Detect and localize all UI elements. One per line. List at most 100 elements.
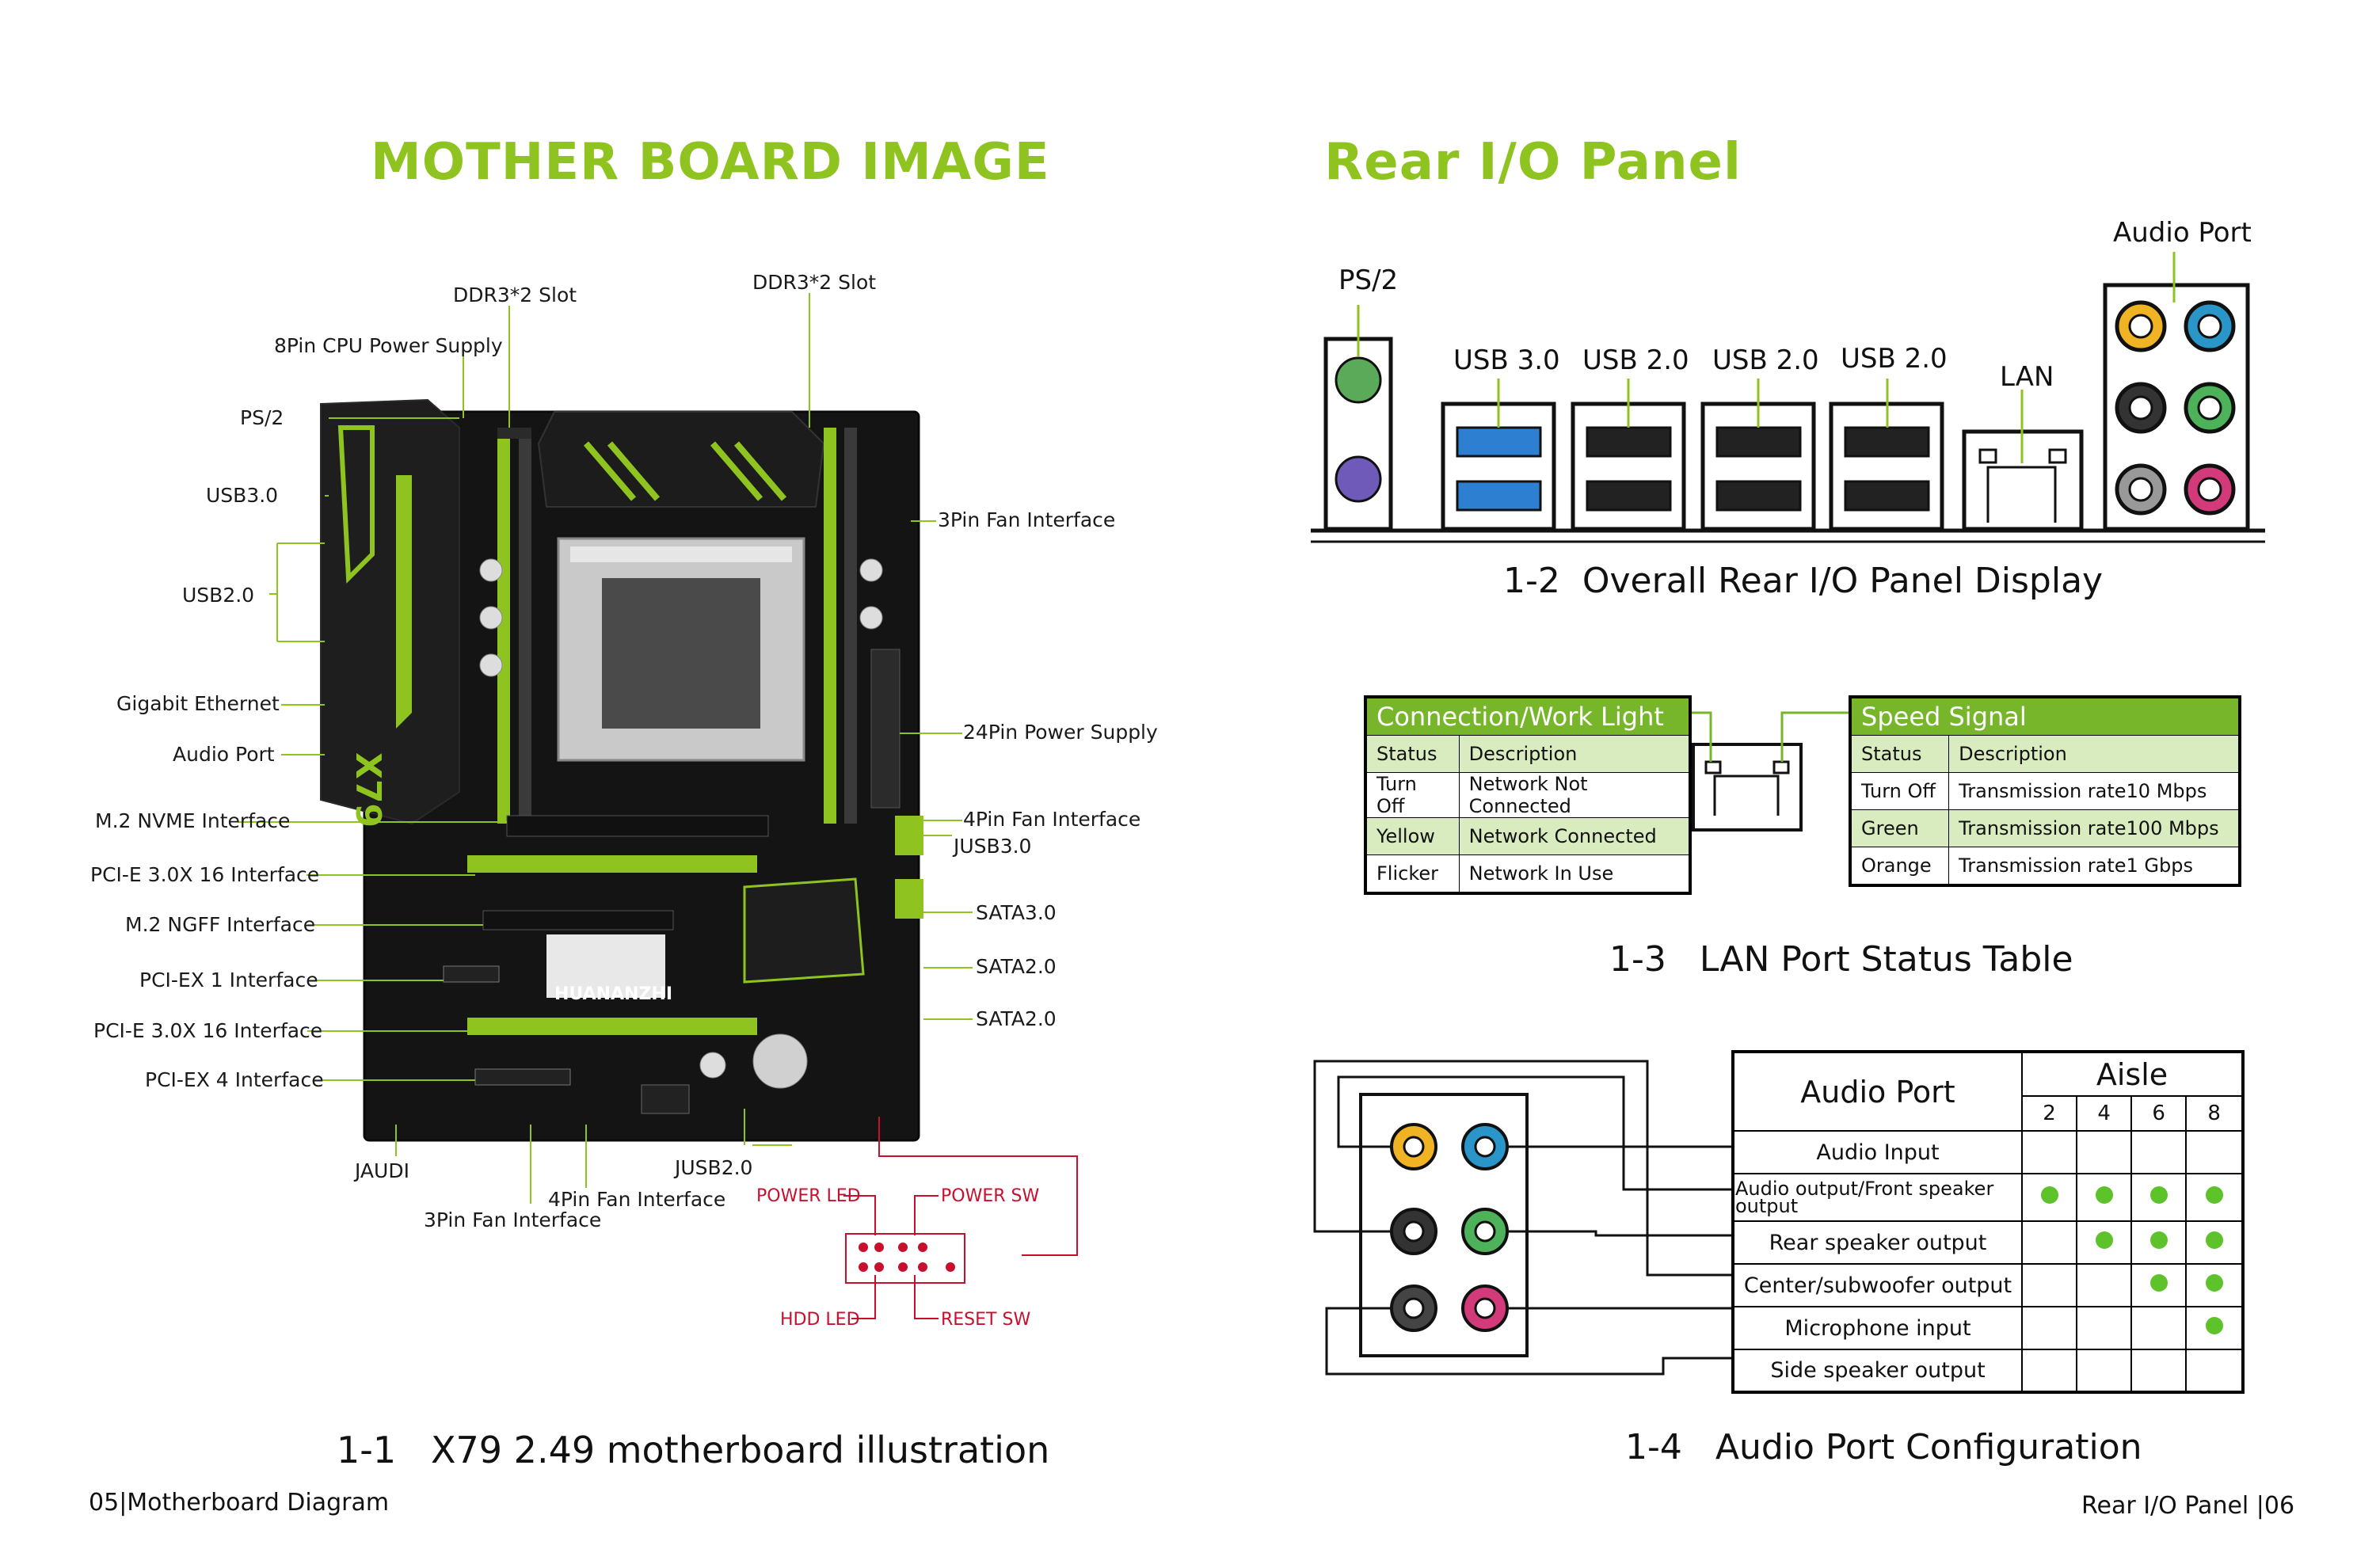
label-reset-sw: RESET SW (941, 1310, 1031, 1330)
caption-1-3-num: 1-3 (1609, 939, 1666, 980)
caption-1-2: 1-2 Overall Rear I/O Panel Display (1503, 561, 2103, 601)
io-label-usb30: USB 3.0 (1453, 344, 1560, 376)
channel-cell (2185, 1306, 2244, 1350)
channel-cell (2130, 1263, 2188, 1307)
table-row: Audio Input (1732, 1130, 2244, 1174)
caption-1-3: 1-3 LAN Port Status Table (1609, 939, 2073, 980)
label-sata20-1: SATA2.0 (976, 955, 1057, 978)
table-cell: Transmission rate1 Gbps (1948, 847, 2241, 886)
channel-cell (2130, 1349, 2188, 1393)
label-sata20-2: SATA2.0 (976, 1007, 1057, 1030)
audio-row-label: Microphone input (1732, 1306, 2023, 1350)
footer-right-text: Rear I/O Panel (2081, 1492, 2249, 1520)
audio-row-label: Center/subwoofer output (1732, 1263, 2023, 1307)
io-label-usb20-c: USB 2.0 (1841, 343, 1948, 375)
footer-right-num: 06 (2264, 1492, 2295, 1520)
board-brand-text: HUANANZHI (554, 984, 672, 1004)
label-ddr3-right: DDR3*2 Slot (752, 271, 877, 294)
caption-1-1-num: 1-1 (337, 1429, 397, 1471)
label-ps2: PS/2 (240, 406, 284, 429)
label-audio-port: Audio Port (173, 743, 275, 766)
channel-header: 6 (2130, 1095, 2188, 1132)
io-label-ps2: PS/2 (1338, 265, 1399, 296)
table-cell: Transmission rate10 Mbps (1948, 772, 2241, 810)
label-3pin-fan-bottom: 3Pin Fan Interface (424, 1208, 602, 1231)
channel-header: 2 (2020, 1095, 2078, 1132)
table-cell: Flicker (1365, 854, 1460, 894)
channel-cell (2185, 1263, 2244, 1307)
label-m2-nvme: M.2 NVME Interface (95, 809, 291, 832)
lan-col-status: Status (1365, 735, 1460, 773)
caption-1-4: 1-4 Audio Port Configuration (1625, 1427, 2142, 1467)
io-label-usb20-b: USB 2.0 (1712, 344, 1819, 376)
channel-cell (2130, 1130, 2188, 1174)
label-jusb30: JUSB3.0 (954, 835, 1032, 858)
page-title-right: Rear I/O Panel (1324, 133, 1742, 192)
audio-row-label: Audio output/Front speaker output (1732, 1173, 2023, 1222)
channel-cell (2020, 1173, 2078, 1222)
channel-dot (2205, 1186, 2223, 1204)
channel-cell (2185, 1220, 2244, 1265)
label-m2-ngff: M.2 NGFF Interface (125, 913, 316, 936)
label-sata30: SATA3.0 (976, 901, 1057, 924)
page-title-left: MOTHER BOARD IMAGE (371, 133, 1050, 192)
channel-cell (2185, 1130, 2244, 1174)
io-label-usb20-a: USB 2.0 (1582, 344, 1689, 376)
table-cell: Network Not Connected (1458, 772, 1691, 818)
label-24pin-power: 24Pin Power Supply (963, 721, 1158, 744)
board-model-text: X79 (348, 752, 388, 828)
channel-dot (2205, 1274, 2223, 1292)
lan-col-description: Description (1948, 735, 2241, 773)
channel-cell (2020, 1349, 2078, 1393)
channel-cell (2130, 1220, 2188, 1265)
lan-table-connection-title: Connection/Work Light (1365, 696, 1691, 736)
channel-cell (2020, 1263, 2078, 1307)
channel-cell (2076, 1349, 2133, 1393)
footer-left: 05|Motherboard Diagram (89, 1489, 390, 1517)
io-label-audio: Audio Port (2113, 217, 2252, 249)
table-row: Audio output/Front speaker output (1732, 1173, 2244, 1222)
table-row: Rear speaker output (1732, 1220, 2244, 1265)
label-usb20: USB2.0 (182, 584, 255, 607)
table-cell: Green (1849, 809, 1950, 847)
table-cell: Turn Off (1849, 772, 1950, 810)
lan-col-status: Status (1849, 735, 1950, 773)
channel-cell (2130, 1173, 2188, 1222)
channel-cell (2130, 1306, 2188, 1350)
footer-left-text: Motherboard Diagram (127, 1489, 390, 1517)
table-cell: Network In Use (1458, 854, 1691, 894)
channel-dot (2095, 1231, 2113, 1249)
channel-dot (2149, 1186, 2168, 1204)
label-ddr3-left: DDR3*2 Slot (453, 284, 577, 306)
caption-1-2-num: 1-2 (1503, 561, 1560, 601)
table-row: Center/subwoofer output (1732, 1263, 2244, 1307)
label-power-sw: POWER SW (941, 1186, 1040, 1206)
audio-row-label: Audio Input (1732, 1130, 2023, 1174)
table-row: Side speaker output (1732, 1349, 2244, 1393)
table-cell: Orange (1849, 847, 1950, 886)
channel-cell (2076, 1130, 2133, 1174)
label-gigabit-ethernet: Gigabit Ethernet (116, 692, 280, 715)
channel-dot (2205, 1317, 2223, 1334)
caption-1-1-text: X79 2.49 motherboard illustration (431, 1429, 1050, 1471)
channel-dot (2040, 1186, 2058, 1204)
channel-cell (2185, 1173, 2244, 1222)
channel-dot (2149, 1274, 2168, 1292)
channel-cell (2076, 1263, 2133, 1307)
caption-1-3-text: LAN Port Status Table (1699, 939, 2073, 980)
label-4pin-fan-bottom: 4Pin Fan Interface (548, 1188, 726, 1211)
channel-cell (2076, 1306, 2133, 1350)
channel-header: 8 (2185, 1095, 2244, 1132)
table-row: Microphone input (1732, 1306, 2244, 1350)
label-power-led: POWER LED (756, 1186, 861, 1206)
table-cell: Yellow (1365, 817, 1460, 855)
channel-cell (2020, 1306, 2078, 1350)
channel-cell (2020, 1130, 2078, 1174)
audio-row-label: Side speaker output (1732, 1349, 2023, 1393)
motherboard-illustration: X79 HUANANZHI (238, 293, 1078, 1319)
caption-1-4-num: 1-4 (1625, 1427, 1682, 1467)
footer-left-num: 05 (89, 1489, 120, 1517)
